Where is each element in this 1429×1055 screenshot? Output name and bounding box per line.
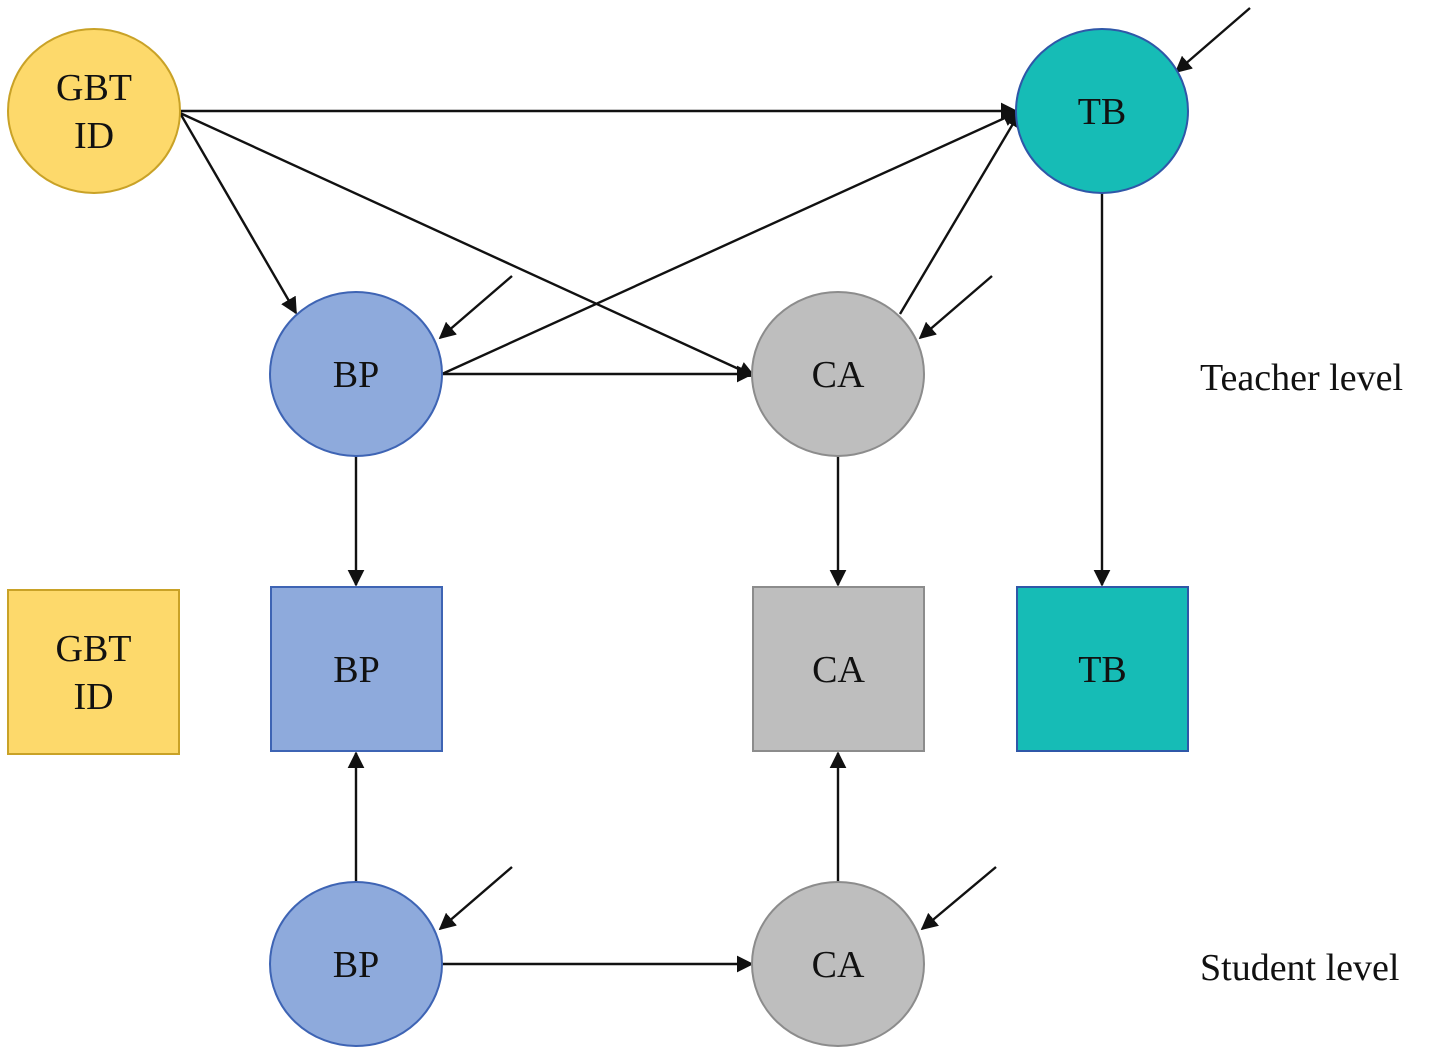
latent-circle: [269, 881, 443, 1047]
edge-bp_teacher-to-tb_teacher: [441, 110, 1020, 376]
node-label: BP: [333, 944, 379, 986]
node-label: TB: [1078, 649, 1127, 691]
edge-ca_teacher-to-tb_teacher: [898, 110, 1022, 315]
observed-square: [1016, 586, 1189, 752]
residuals-layer: [438, 7, 1251, 931]
node-bp_teacher: BP: [269, 291, 443, 457]
node-tb_teacher: TB: [1015, 28, 1189, 194]
latent-circle: [751, 291, 925, 457]
node-label: CA: [812, 649, 865, 691]
residual-arrow-ca_student: [920, 866, 997, 931]
node-ca_observed: CA: [752, 586, 925, 752]
edges-layer: [178, 102, 1111, 973]
node-tb_observed: TB: [1016, 586, 1189, 752]
residual-arrow-ca_teacher: [918, 275, 993, 340]
node-gbt_teacher: GBT ID: [7, 28, 181, 194]
edge-gbt_teacher-to-bp_teacher: [178, 112, 298, 315]
observed-square: [7, 589, 180, 755]
latent-circle: [7, 28, 181, 194]
residual-arrow-bp_student: [438, 866, 513, 931]
node-label: CA: [812, 944, 865, 986]
residual-arrow-bp_teacher: [438, 275, 513, 340]
node-ca_teacher: CA: [751, 291, 925, 457]
node-bp_observed: BP: [270, 586, 443, 752]
node-label: GBT: [56, 67, 132, 109]
node-label: BP: [333, 354, 379, 396]
node-label: BP: [333, 649, 379, 691]
node-bp_student: BP: [269, 881, 443, 1047]
node-label: TB: [1078, 91, 1127, 133]
observed-square: [270, 586, 443, 752]
edge-gbt_teacher-to-ca_teacher: [179, 111, 756, 378]
latent-circle: [269, 291, 443, 457]
node-gbt_observed: GBT ID: [7, 589, 180, 755]
nodes-layer: GBT ID TB BP CA GBT ID BP CA TB BP CA: [7, 28, 1189, 1047]
observed-square: [752, 586, 925, 752]
latent-circle: [751, 881, 925, 1047]
node-label: GBT: [56, 628, 132, 670]
student-level-label: Student level: [1200, 947, 1399, 989]
node-label: ID: [73, 676, 113, 718]
node-label: ID: [74, 115, 114, 157]
node-ca_student: CA: [751, 881, 925, 1047]
node-label: CA: [812, 354, 865, 396]
residual-arrow-tb_teacher: [1174, 7, 1251, 74]
teacher-level-label: Teacher level: [1200, 357, 1403, 399]
latent-circle: [1015, 28, 1189, 194]
